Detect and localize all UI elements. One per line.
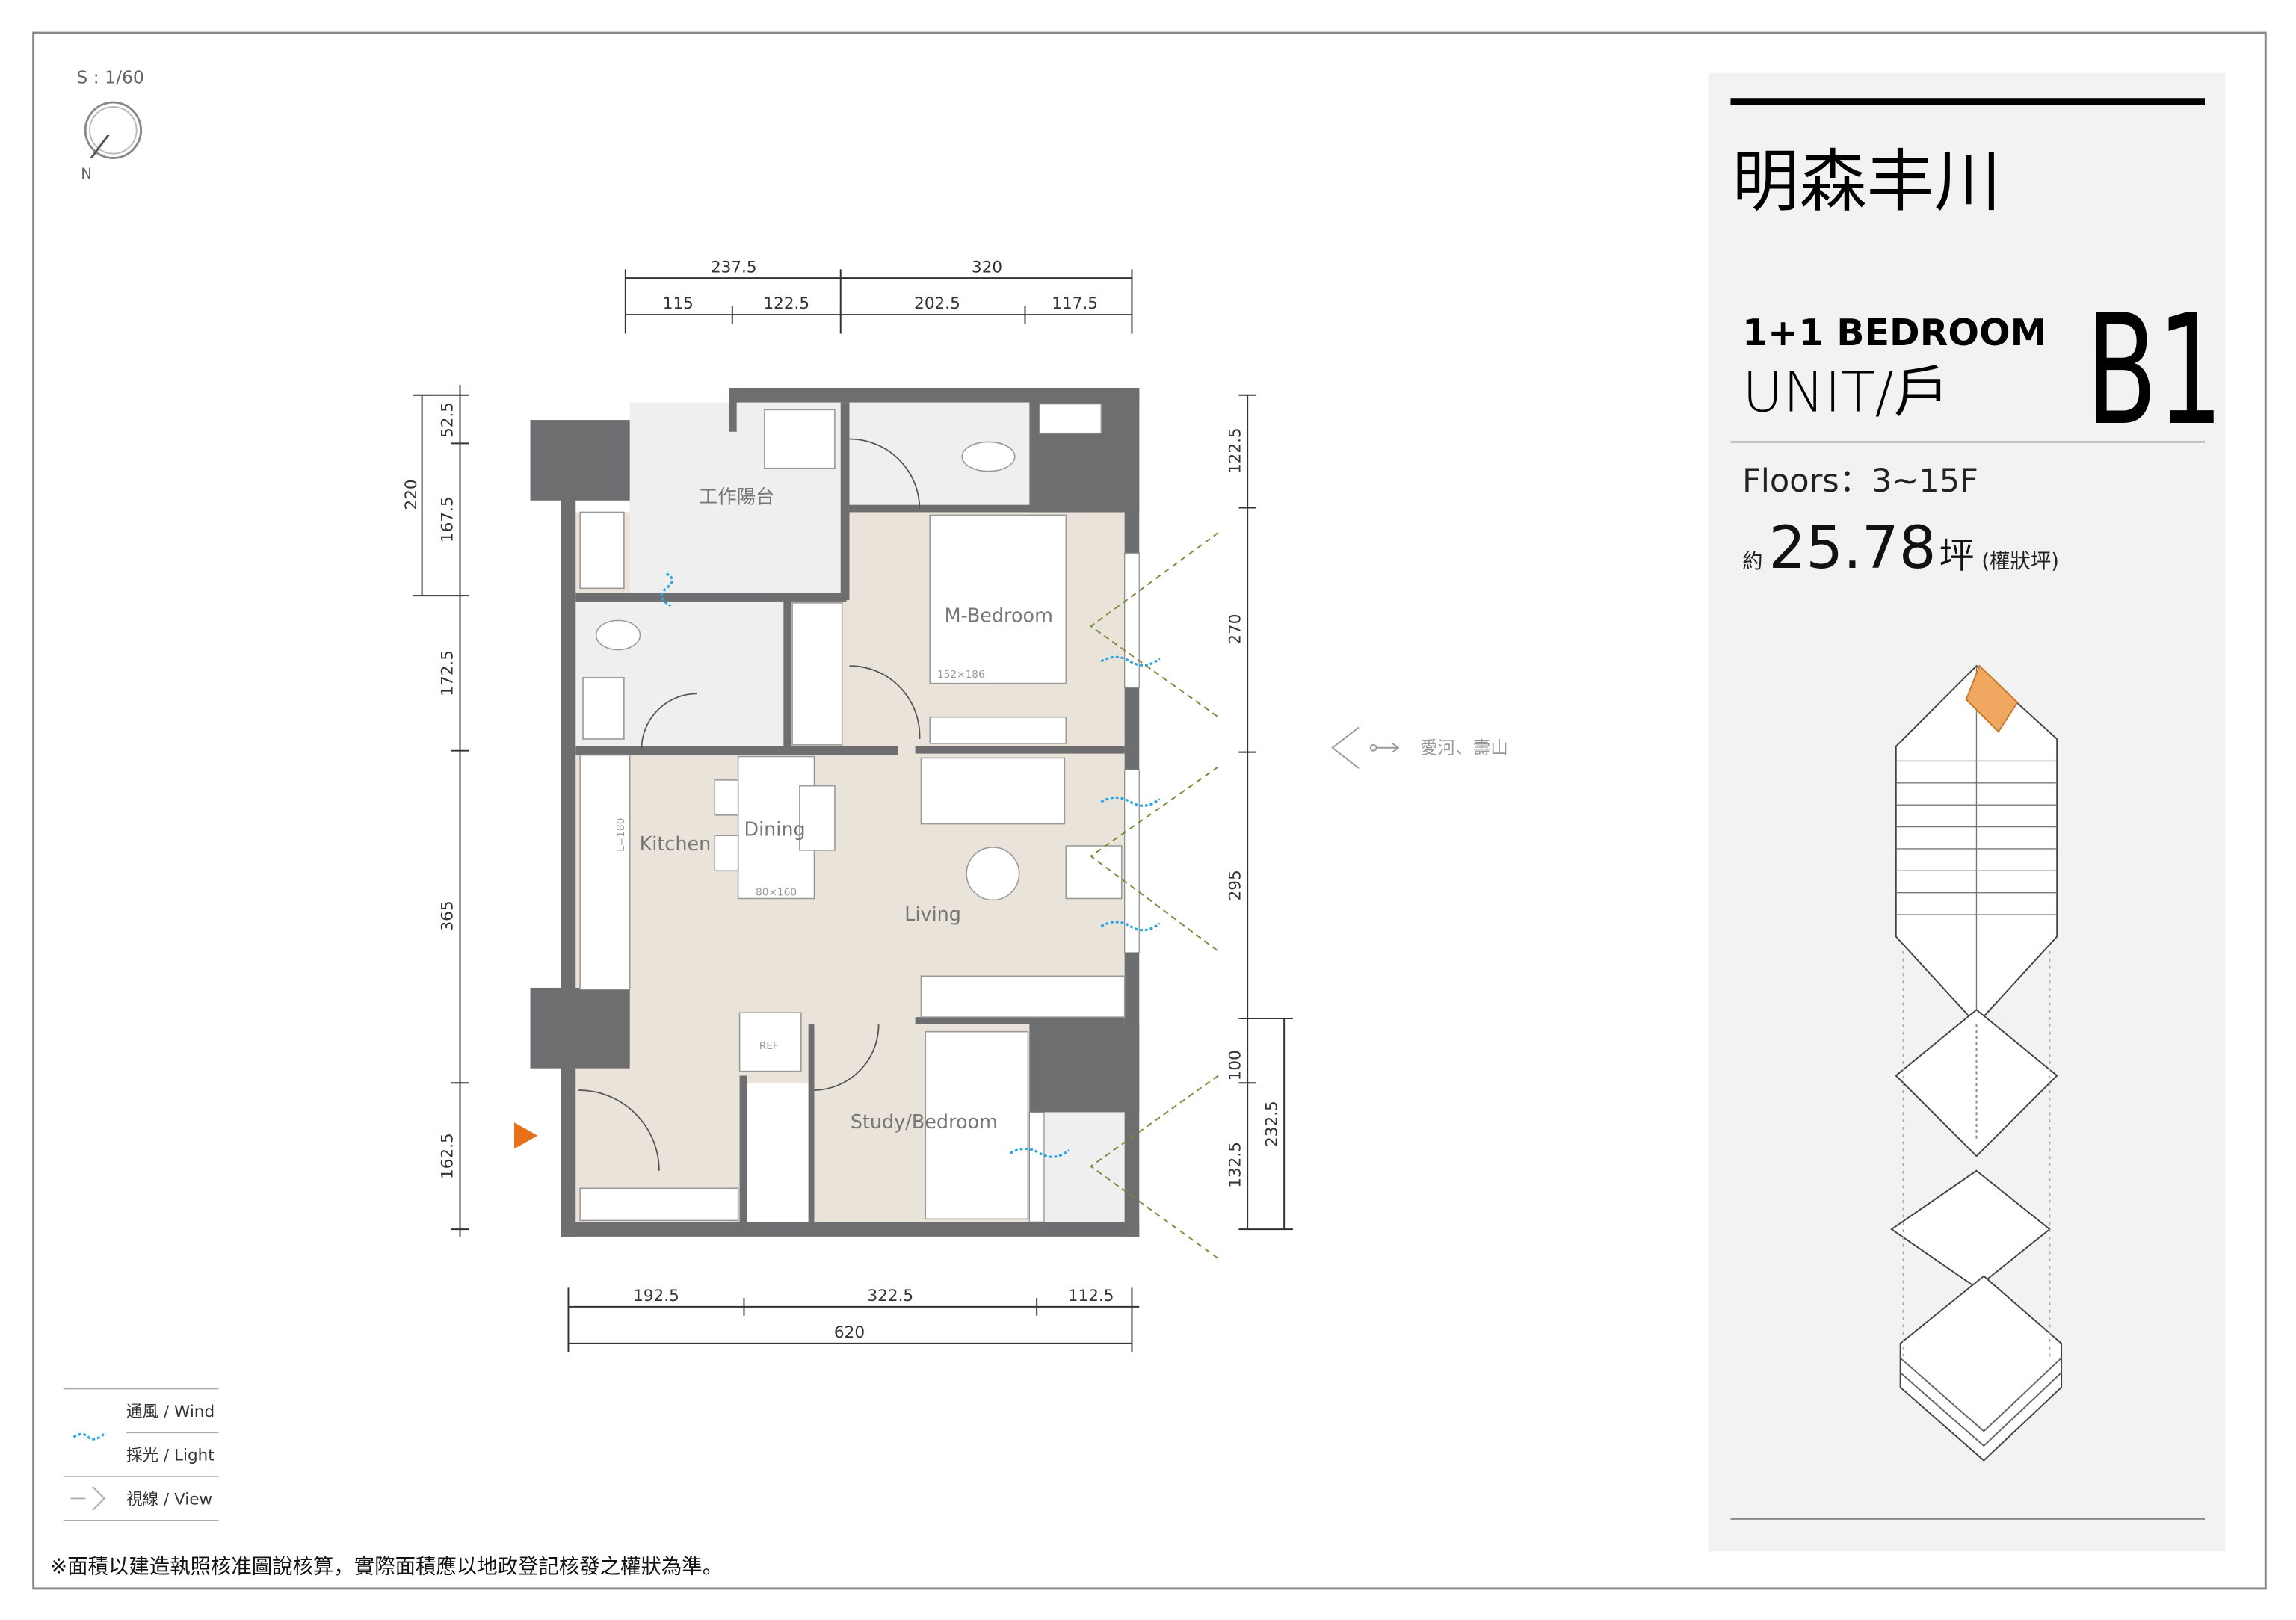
dim-label: 220 [402,479,421,510]
dim-label: 162.5 [439,1133,457,1179]
view-direction: 愛河、壽山 [1331,726,1508,769]
bedroom-type: 1+1 BEDROOM [1742,312,2046,354]
dim-label: 167.5 [439,496,457,542]
entry-arrow-icon [513,1122,538,1149]
dimensions-right: 122.5 270 295 100 132.5 232.5 [1226,394,1293,1231]
toilet [595,619,641,651]
sheet-border [32,31,2267,1590]
view-lines [1089,532,1219,1260]
ref-label: REF [759,1040,779,1052]
room-label-living: Living [904,903,961,926]
shoe-cabinet [579,1187,739,1222]
unit-highlight [1965,664,2019,733]
legend-view: 視線 / View [126,1490,212,1509]
wind-icon [660,572,1161,1158]
refrigerator [738,1012,802,1072]
column [530,420,630,501]
dim-label: 117.5 [1052,294,1098,313]
dim-label: 237.5 [711,258,757,276]
dim-label: 192.5 [633,1287,679,1305]
dim-label: 270 [1226,614,1244,645]
area-note: (權狀坪) [1981,550,2059,573]
compass-icon [84,101,143,159]
dim-label: 115 [663,294,694,313]
floor-plan: 工作陽台 M-Bedroom 152×186 Kitchen Dining 80… [513,387,1219,1260]
dim-label: 320 [972,258,1002,276]
room-label-study: Study/Bedroom [851,1111,998,1134]
unit-code: B1 [2086,282,2223,460]
unit-label: UNIT/戶 [1742,359,1949,424]
dim-label: 232.5 [1262,1101,1281,1147]
area-prefix: 約 [1742,550,1762,573]
table-size-label: 80×160 [756,887,797,899]
dim-label: 202.5 [914,294,960,313]
double-bed [929,514,1067,684]
dim-label: 122.5 [763,294,809,313]
wardrobe [791,602,843,746]
room-label-balcony: 工作陽台 [699,486,775,509]
legend: 通風 / Wind 採光 / Light 視線 / View [63,1388,219,1521]
column [1029,1024,1140,1113]
kitchen-counter [579,754,631,990]
dim-label: 112.5 [1068,1287,1114,1305]
north-label: N [81,165,92,182]
floors-label: Floors：3~15F [1742,463,1978,500]
dim-label: 132.5 [1226,1142,1244,1188]
view-direction-label: 愛河、壽山 [1420,738,1508,758]
study-desk-area [747,1083,813,1222]
legend-wind: 通風 / Wind [126,1403,215,1421]
counter-length-label: L=180 [615,818,627,852]
dim-label: 172.5 [439,650,457,696]
dim-label: 122.5 [1226,427,1244,474]
legend-light: 採光 / Light [126,1447,215,1465]
column [530,987,630,1069]
project-title: 明森丰川 [1732,143,2001,221]
study-balcony-floor [1040,1112,1125,1222]
single-bed [925,1030,1029,1220]
view-legend-icon [70,1486,106,1511]
sink [582,676,625,740]
dim-label: 620 [834,1323,865,1342]
dim-label: 295 [1226,870,1244,900]
bed-size-label: 152×186 [937,669,985,681]
info-panel: 明森丰川 1+1 BEDROOM UNIT/戶 B1 Floors：3~15F … [1709,72,2226,1551]
room-label-kitchen: Kitchen [640,833,712,856]
room-label-dining: Dining [744,818,806,841]
footnote: ※面積以建造執照核准圖說核算，實際面積應以地政登記核發之權狀為準。 [50,1555,723,1578]
room-label-master-bedroom: M-Bedroom [945,605,1053,627]
wind-legend-icon [72,1432,107,1441]
area-unit: 坪 [1939,536,1975,577]
dimensions-top: 237.5 320 115 122.5 202.5 117.5 [624,258,1133,334]
dim-label: 100 [1226,1050,1244,1080]
shaft [579,511,625,590]
eye-icon [1331,726,1360,769]
washer [764,409,836,469]
dim-label: 52.5 [439,402,457,438]
sofa [920,757,1066,825]
scale-label: S : 1/60 [76,67,144,88]
toilet [961,441,1016,472]
coffee-table [966,847,1020,901]
dimensions-left: 220 52.5 167.5 172.5 365 162.5 [402,385,469,1237]
building-isometric-illustration [1890,664,2063,1462]
dimensions-bottom: 192.5 322.5 112.5 620 [567,1287,1140,1352]
dim-label: 365 [439,900,457,931]
dim-label: 322.5 [867,1287,913,1305]
area-value: 25.78 [1768,514,1936,582]
tv-cabinet [920,975,1126,1018]
